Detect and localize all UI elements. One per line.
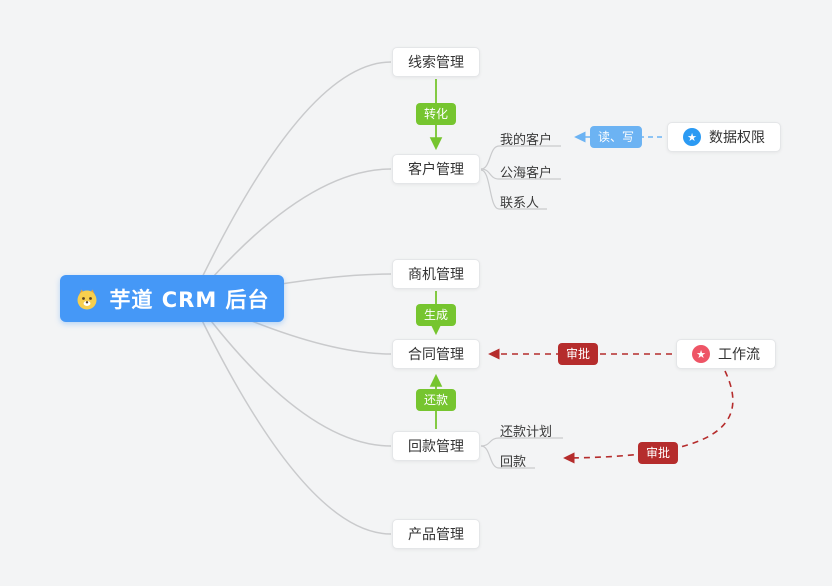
badge-generate: 生成 <box>415 304 457 326</box>
leaf-repayment-plan: 还款计划 <box>500 425 553 440</box>
node-leads: 线索管理 <box>392 47 480 77</box>
connector-root-customer <box>197 168 392 295</box>
node-business: 商机管理 <box>392 259 480 289</box>
star-icon: ★ <box>683 128 701 146</box>
leaf-public-customer: 公海客户 <box>500 166 553 181</box>
node-data-permission-label: 数据权限 <box>709 130 765 146</box>
connector-customer-my <box>480 145 561 170</box>
node-contract-label: 合同管理 <box>408 347 464 363</box>
node-business-label: 商机管理 <box>408 267 464 283</box>
node-customer-label: 客户管理 <box>408 162 464 178</box>
badge-approve-receivable: 审批 <box>637 442 679 464</box>
leaf-contact: 联系人 <box>500 196 540 211</box>
node-leads-label: 线索管理 <box>408 55 464 71</box>
connector-root-leads <box>194 61 392 293</box>
root-node-crm-backend: 芋道 CRM 后台 <box>60 275 284 322</box>
node-data-permission: ★ 数据权限 <box>667 122 781 152</box>
star-icon: ★ <box>692 345 710 363</box>
badge-convert: 转化 <box>415 103 457 125</box>
connector-customer-contact <box>480 169 547 210</box>
star-glyph: ★ <box>696 347 706 361</box>
node-customer: 客户管理 <box>392 154 480 184</box>
connector-root-product <box>194 305 392 535</box>
connector-receivable-payment <box>480 445 535 469</box>
connector-root-receivable <box>197 303 392 447</box>
node-contract: 合同管理 <box>392 339 480 369</box>
node-receivable: 回款管理 <box>392 431 480 461</box>
badge-approve-contract: 审批 <box>557 343 599 365</box>
node-workflow: ★ 工作流 <box>676 339 776 369</box>
leaf-repayment: 回款 <box>500 455 527 470</box>
dog-icon <box>74 286 100 312</box>
node-receivable-label: 回款管理 <box>408 439 464 455</box>
leaf-my-customer: 我的客户 <box>500 133 553 148</box>
connector-customer-public <box>480 168 561 180</box>
star-glyph: ★ <box>687 130 697 144</box>
badge-repay: 还款 <box>415 389 457 411</box>
badge-read-write: 读、写 <box>589 126 643 148</box>
node-product-label: 产品管理 <box>408 527 464 543</box>
node-workflow-label: 工作流 <box>718 347 760 363</box>
connector-receivable-plan <box>480 437 563 447</box>
node-product: 产品管理 <box>392 519 480 549</box>
root-node-label: 芋道 CRM 后台 <box>109 287 270 312</box>
